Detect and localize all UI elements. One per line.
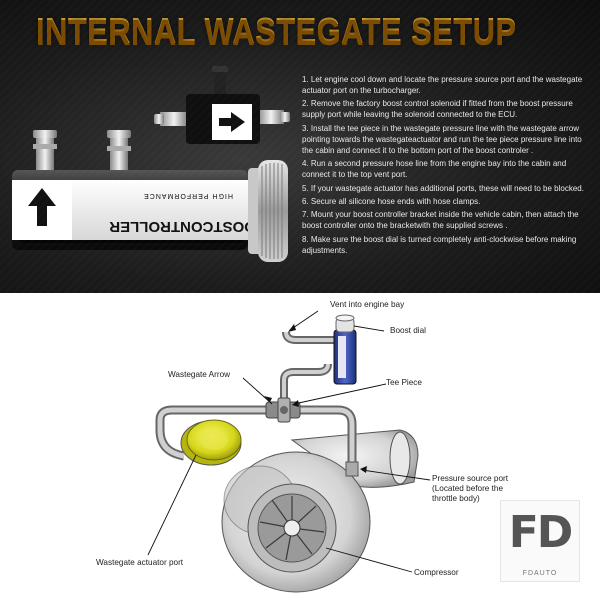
- label-pressure-source-note: (Located before the: [432, 484, 504, 493]
- installation-diagram: [147, 310, 431, 593]
- label-vent: Vent into engine bay: [330, 300, 405, 309]
- product-tagline-text: HIGH PERFORMANCE: [143, 192, 233, 199]
- instruction-step: 3. Install the tee piece in the wastegat…: [302, 123, 582, 155]
- instruction-step: 7. Mount your boost controller bracket i…: [302, 210, 579, 231]
- leader-arrowheads: [264, 324, 367, 473]
- boost-controller-photo: BOOSTCONTROLLER HIGH PERFORMANCE: [12, 66, 290, 262]
- logo-mark: FD: [508, 507, 574, 558]
- hose-barb-right: [107, 130, 131, 176]
- boost-controller: [333, 314, 357, 385]
- label-boost-dial: Boost dial: [390, 326, 426, 335]
- tee-piece-photo: [154, 66, 290, 144]
- logo-name: FDAUTO: [522, 570, 558, 577]
- instruction-step: 5. If your wastegate actuator has additi…: [302, 183, 584, 193]
- instruction-step: 6. Secure all silicone hose ends with ho…: [302, 196, 481, 206]
- pressure-source-fitting: [345, 461, 359, 477]
- tee-piece: [265, 397, 301, 423]
- instruction-step: 2. Remove the factory boost control sole…: [302, 99, 573, 120]
- label-pressure-source-note: throttle body): [432, 494, 480, 503]
- product-brand-text: BOOSTCONTROLLER: [109, 218, 267, 235]
- instruction-step: 8. Make sure the boost dial is turned co…: [302, 234, 577, 255]
- fdauto-logo: FD FDAUTO: [500, 500, 580, 582]
- instruction-step: 1. Let engine cool down and locate the p…: [302, 75, 583, 95]
- label-compressor: Compressor: [414, 568, 459, 577]
- hose-barb-left: [33, 130, 57, 176]
- page-title: INTERNAL WASTEGATE SETUP: [36, 10, 517, 51]
- boost-dial-knob: [248, 160, 288, 262]
- pressure-hoses: [155, 331, 357, 468]
- label-wastegate-arrow: Wastegate Arrow: [168, 370, 231, 379]
- label-tee-piece: Tee Piece: [386, 378, 422, 387]
- instruction-list: 1. Let engine cool down and locate the p…: [302, 74, 590, 258]
- label-wastegate-actuator-port: Wastegate actuator port: [96, 558, 184, 567]
- arrow-right-icon: [219, 112, 245, 132]
- instruction-step: 4. Run a second pressure hose line from …: [302, 159, 567, 180]
- wastegate-actuator: [180, 419, 242, 466]
- label-pressure-source-port: Pressure source port: [432, 474, 508, 483]
- arrow-up-icon: [28, 188, 56, 226]
- turbocharger: [221, 429, 419, 593]
- instructions-panel: INTERNAL WASTEGATE SETUP: [0, 0, 600, 293]
